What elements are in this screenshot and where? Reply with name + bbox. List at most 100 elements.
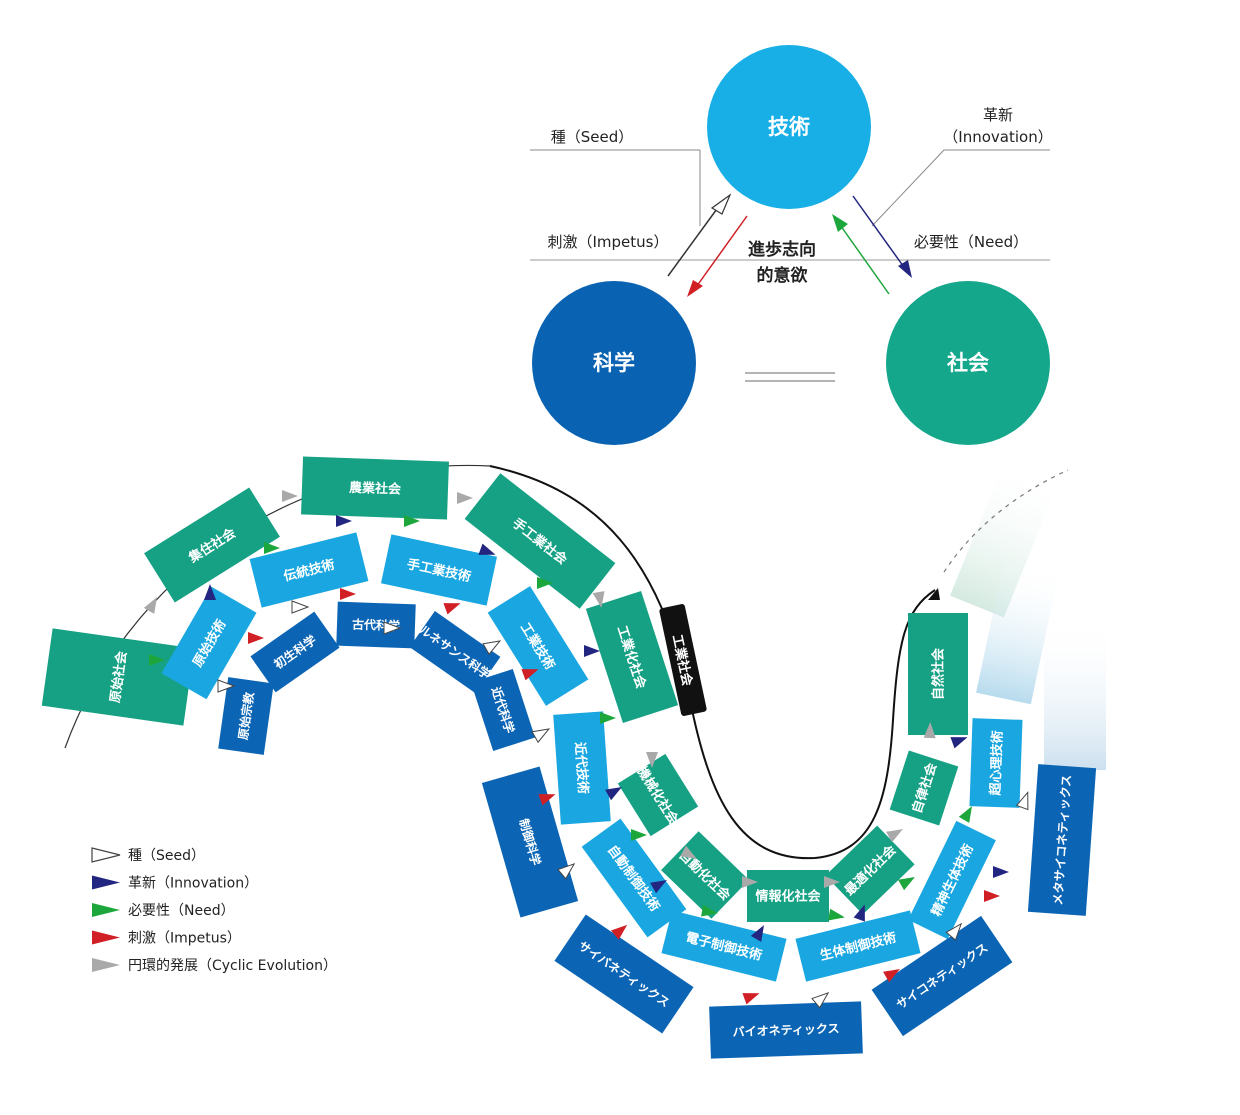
middle-ring-segment-bg xyxy=(553,711,611,825)
need-arrow xyxy=(631,829,647,841)
seed-arrow-line xyxy=(667,201,723,277)
middle-ring-segment-bg xyxy=(969,718,1023,808)
need-arrow xyxy=(264,542,280,554)
impetus-arrow xyxy=(340,588,356,600)
seed-arrow xyxy=(217,679,236,693)
society-label: 社会 xyxy=(946,351,989,375)
cyclic-arrow xyxy=(742,876,758,888)
legend-label: 刺激（Impetus） xyxy=(128,930,241,947)
outer-ring-segment: 自然社会 xyxy=(908,613,968,735)
future-fade-outer xyxy=(950,456,1060,618)
inner-ring-segment-bg xyxy=(554,914,694,1034)
legend-item: 種（Seed） xyxy=(91,847,205,864)
impetus-arrow-line xyxy=(693,215,748,291)
middle-ring-segment-bg xyxy=(581,818,687,938)
legend-swatch xyxy=(92,875,120,890)
seed-arrow xyxy=(557,862,576,880)
impetus-arrow xyxy=(538,794,556,806)
innovation-label-2: （Innovation） xyxy=(943,128,1052,146)
legend-swatch xyxy=(92,930,120,945)
cyclic-arrow xyxy=(680,845,697,859)
innovation-arrow xyxy=(950,737,968,749)
impetus-arrow xyxy=(984,890,1000,902)
cyclic-arrow xyxy=(923,722,936,739)
innovation-arrow xyxy=(478,543,496,555)
need-label: 必要性（Need） xyxy=(914,233,1028,251)
middle-ring-segment-bg xyxy=(795,910,921,982)
legend-swatch xyxy=(92,958,120,972)
middle-ring-segment: 工業技術 xyxy=(487,586,589,706)
seed-arrow xyxy=(482,640,502,656)
innovation-arrow xyxy=(204,584,216,600)
innovation-arrow xyxy=(750,925,764,942)
middle-ring-segment: 近代技術 xyxy=(553,711,611,825)
legend-label: 必要性（Need） xyxy=(128,903,235,919)
outer-ring-segment-bg xyxy=(825,825,915,915)
middle-ring-segment: 伝統技術 xyxy=(249,532,369,608)
inner-ring-segment-bg xyxy=(871,915,1013,1037)
cyclic-arrow xyxy=(824,876,840,888)
need-arrow xyxy=(701,904,718,917)
middle-ring-segment: 電子制御技術 xyxy=(661,910,787,982)
legend-item: 必要性（Need） xyxy=(92,903,235,919)
need-arrow xyxy=(404,515,420,527)
inner-ring-segment-label: バイオネティックス xyxy=(732,1021,839,1039)
innovation-arrow xyxy=(993,866,1009,878)
outer-ring-segment-bg xyxy=(908,613,968,735)
need-arrow xyxy=(898,877,915,891)
cyclic-arrow xyxy=(143,597,157,614)
need-arrow xyxy=(600,712,616,724)
outer-ring-segment: 農業社会 xyxy=(301,456,449,520)
outer-ring-segment-bg xyxy=(464,473,616,609)
inner-ring-segment-bg xyxy=(470,668,536,752)
legend-item: 革新（Innovation） xyxy=(92,875,258,892)
industrial-society-tag-bg xyxy=(659,604,707,716)
impetus-arrow xyxy=(521,669,539,681)
middle-ring-segment: 生体制御技術 xyxy=(795,910,921,982)
legend-item: 刺激（Impetus） xyxy=(92,930,241,947)
inner-ring-segment-bg xyxy=(409,611,501,693)
outer-ring-segment-bg xyxy=(41,628,195,726)
seed-arrow-head xyxy=(710,193,732,215)
middle-ring-segment-bg xyxy=(487,586,589,706)
inner-ring-segment-bg xyxy=(709,1001,863,1059)
outer-ring-segment: 機械化社会 xyxy=(617,753,699,837)
legend-swatch xyxy=(92,903,120,917)
middle-ring-segment-bg xyxy=(661,910,787,982)
innovation-arrow xyxy=(650,880,667,894)
impetus-arrow xyxy=(248,632,264,644)
future-fade-inner xyxy=(1044,620,1106,770)
seed-arrow xyxy=(1015,791,1029,811)
future-guide-dashed xyxy=(943,469,1069,573)
inner-ring-segment: サイバネティックス xyxy=(554,914,694,1034)
seed-arrow xyxy=(945,922,963,941)
outer-ring-segment-bg xyxy=(144,487,280,603)
inner-ring-segment-bg xyxy=(218,677,274,755)
innovation-label-1: 革新 xyxy=(983,106,1013,124)
future-fade-middle xyxy=(976,555,1060,705)
innovation-arrow xyxy=(605,787,622,801)
innovation-arrow xyxy=(853,904,865,922)
outer-ring-segment-label: 原始社会 xyxy=(107,649,130,704)
legend: 種（Seed） 革新（Innovation） 必要性（Need） 刺激（Impetus… xyxy=(91,847,337,974)
innovation-arrow xyxy=(584,645,600,657)
legend-label: 革新（Innovation） xyxy=(128,876,258,892)
inner-ring-segment: 原始宗教 xyxy=(218,677,274,755)
tech-circle xyxy=(707,45,871,209)
outer-ring-segment-label: 自然社会 xyxy=(931,647,947,700)
seed-arrow xyxy=(811,991,830,1009)
science-label: 科学 xyxy=(593,351,635,375)
inner-ring-segment-bg xyxy=(336,601,416,649)
middle-ring-segment-bg xyxy=(161,586,257,700)
outer-ring-segment: 手工業社会 xyxy=(464,473,616,609)
inner-ring-segment-bg xyxy=(1027,764,1097,916)
inner-ring-segment: 近代科学 xyxy=(470,668,536,752)
need-arrow-line xyxy=(837,221,890,295)
need-arrow xyxy=(537,577,553,589)
middle-ring-segment-label: 超心理技術 xyxy=(988,730,1006,796)
impetus-arrow xyxy=(611,924,628,940)
center-label-2: 的意欲 xyxy=(757,265,808,286)
society-circle xyxy=(886,281,1050,445)
inner-ring-segment: サイコネティックス xyxy=(871,915,1013,1037)
